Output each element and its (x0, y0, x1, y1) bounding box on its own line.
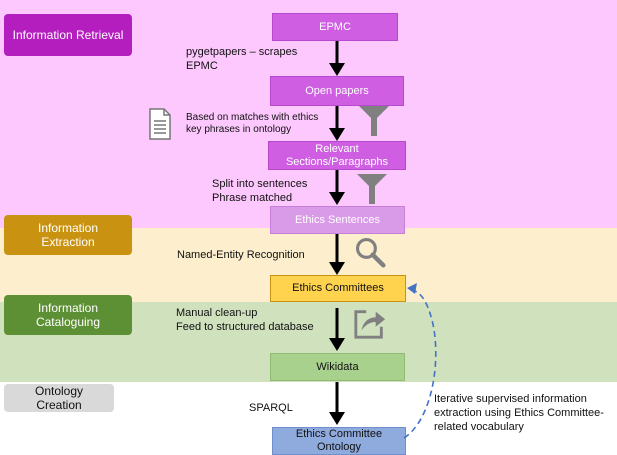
arrow-committees-to-wikidata (329, 308, 345, 351)
note-ontology-matches: Based on matches with ethics key phrases… (186, 112, 319, 135)
node-open-papers: Open papers (270, 76, 404, 106)
note-manual-cleanup: Manual clean-up Feed to structured datab… (176, 307, 314, 333)
node-wikidata: Wikidata (270, 353, 405, 381)
node-ethics-committees: Ethics Committees (270, 275, 406, 302)
node-relevant-sections: Relevant Sections/Paragraphs (268, 141, 406, 170)
node-ethics-sentences: Ethics Sentences (270, 206, 405, 234)
share-arrow-icon (354, 310, 386, 339)
arrow-epmc-to-open-papers (329, 41, 345, 76)
note-split-sentences: Split into sentences Phrase matched (212, 178, 308, 204)
arrow-open-papers-to-relevant (329, 106, 345, 141)
document-icon (149, 108, 171, 140)
filter-icon-upper (359, 106, 389, 136)
magnifier-icon (356, 238, 386, 268)
arrow-relevant-to-ethics-sentences (329, 170, 345, 205)
note-named-entity-recognition: Named-Entity Recognition (177, 249, 305, 261)
note-pygetpapers: pygetpapers – scrapes EPMC (186, 46, 298, 72)
stage-information-extraction: Information Extraction (4, 215, 132, 255)
arrow-ethics-sentences-to-committees (329, 234, 345, 275)
stage-information-cataloguing: Information Cataloguing (4, 295, 132, 335)
stage-information-retrieval: Information Retrieval (4, 14, 132, 56)
stage-ontology-creation: Ontology Creation (4, 384, 114, 412)
note-sparql: SPARQL (249, 402, 293, 414)
node-ethics-committee-ontology: Ethics Committee Ontology (272, 427, 406, 455)
note-iterative-supervision: Iterative supervised information extract… (434, 393, 604, 433)
node-epmc: EPMC (272, 13, 398, 41)
arrow-wikidata-to-ontology (329, 382, 345, 425)
filter-icon-lower (357, 174, 387, 204)
